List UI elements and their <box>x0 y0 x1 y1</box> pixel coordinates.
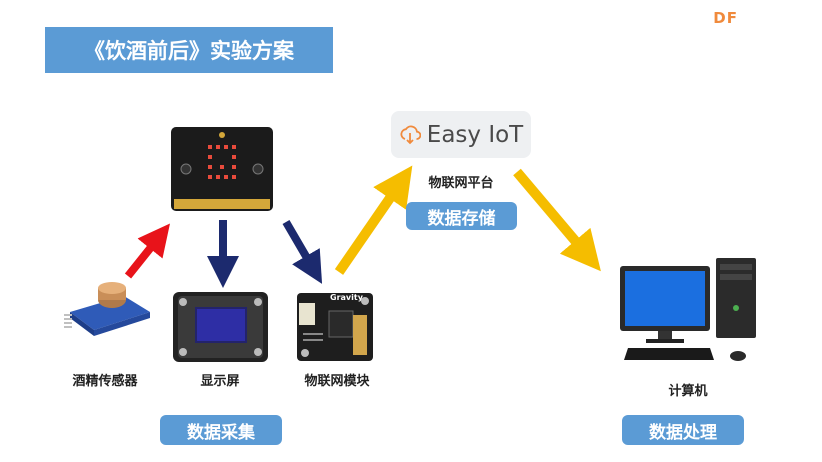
display-label: 显示屏 <box>200 374 240 389</box>
cloud-icon <box>400 125 421 144</box>
arrow-controller-to-iot-module <box>282 219 323 284</box>
platform-label: 物联网平台 <box>428 176 494 191</box>
arrow-module-to-platform <box>334 165 413 275</box>
easy-iot-logo: Easy IoT <box>391 111 531 158</box>
microbit-board <box>171 127 273 211</box>
arrow-platform-to-computer <box>513 168 601 272</box>
stage-storage: 数据存储 <box>406 202 517 230</box>
stage-process: 数据处理 <box>622 415 744 445</box>
stage-collect: 数据采集 <box>160 415 282 445</box>
computer-label: 计算机 <box>668 384 708 399</box>
oled-display <box>173 292 268 362</box>
iot-module-label: 物联网模块 <box>304 374 370 389</box>
platform-name: Easy IoT <box>426 121 524 148</box>
alcohol-sensor <box>64 282 150 336</box>
computer <box>620 258 756 361</box>
iot-module-badge: Gravity <box>330 293 363 302</box>
sensor-label: 酒精传感器 <box>72 374 138 389</box>
page-title: 《饮酒前后》实验方案 <box>45 27 333 73</box>
iot-module <box>297 293 373 361</box>
brand-logo: DF <box>713 9 738 27</box>
arrow-sensor-to-controller <box>124 223 170 279</box>
